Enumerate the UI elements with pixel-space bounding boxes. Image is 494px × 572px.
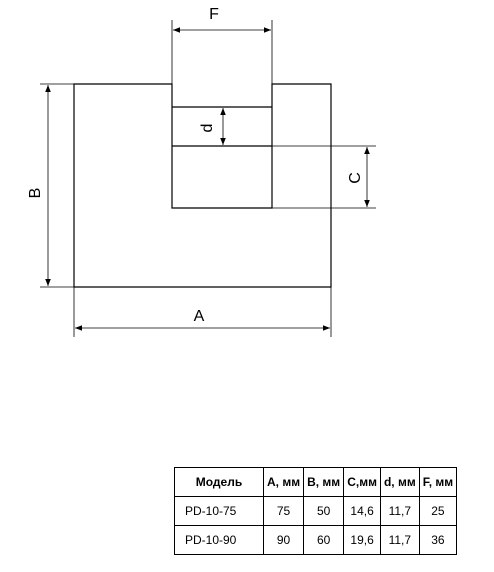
label-C: C: [347, 172, 364, 184]
dimensions-table: Модель A, мм B, мм C,мм d, мм F, мм PD-1…: [174, 467, 458, 555]
label-d: d: [199, 124, 216, 133]
label-A: A: [194, 308, 205, 325]
cell-model: PD-10-90: [174, 525, 264, 555]
cell-d: 11,7: [379, 525, 420, 555]
cell-C: 19,6: [343, 525, 381, 555]
header-A: A, мм: [262, 467, 305, 497]
header-d: d, мм: [379, 467, 420, 497]
header-C: C,мм: [343, 467, 381, 497]
cell-B: 60: [303, 525, 345, 555]
cell-d: 11,7: [379, 496, 420, 526]
table-row: PD-10-90 90 60 19,6 11,7 36: [174, 525, 458, 555]
table-row: PD-10-75 75 50 14,6 11,7 25: [174, 496, 458, 526]
body-outline: [73, 83, 332, 288]
dimension-drawing: F B A C d: [27, 6, 376, 337]
header-B: B, мм: [303, 467, 345, 497]
cell-F: 25: [418, 496, 458, 526]
cell-F: 36: [418, 525, 458, 555]
cell-A: 75: [262, 496, 305, 526]
cell-C: 14,6: [343, 496, 381, 526]
header-F: F, мм: [418, 467, 458, 497]
label-F: F: [209, 6, 219, 23]
cell-A: 90: [262, 525, 305, 555]
table-header-row: Модель A, мм B, мм C,мм d, мм F, мм: [174, 467, 458, 497]
header-model: Модель: [174, 467, 264, 497]
cell-model: PD-10-75: [174, 496, 264, 526]
cell-B: 50: [303, 496, 345, 526]
label-B: B: [27, 188, 44, 199]
